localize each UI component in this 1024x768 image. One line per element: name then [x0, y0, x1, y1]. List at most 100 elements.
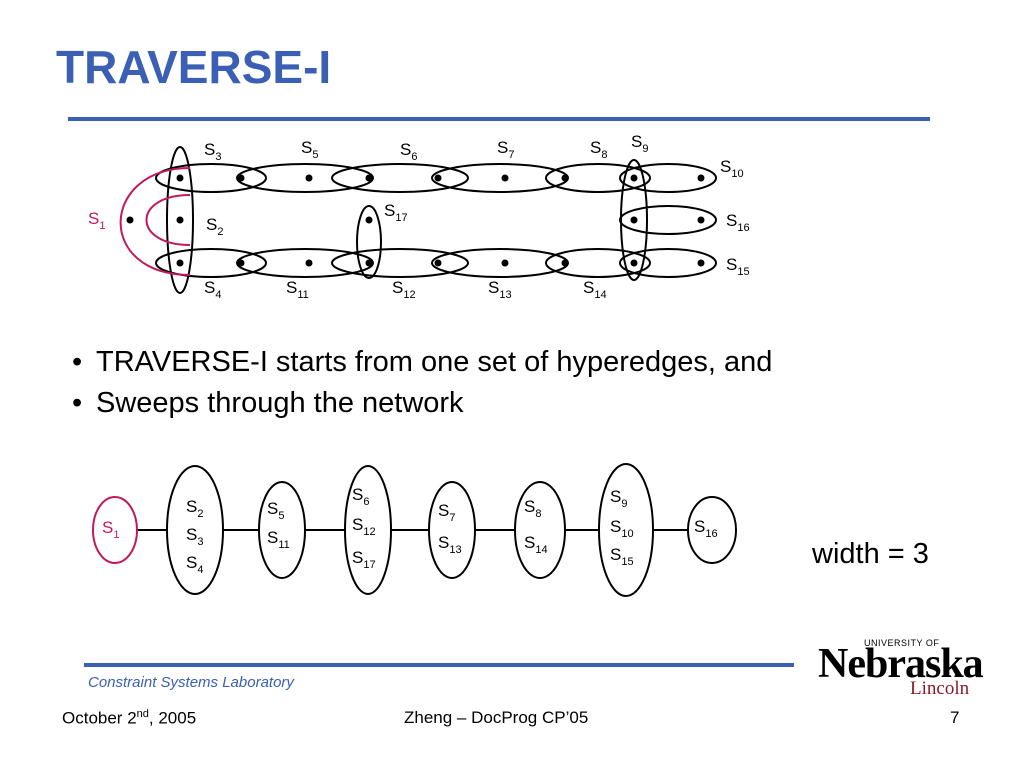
vertex	[501, 259, 509, 267]
logo-name: Nebraska	[818, 641, 984, 687]
tree-node-4	[344, 465, 392, 595]
hyperedge-s1-outer	[119, 167, 191, 276]
hyperedge-s2	[166, 146, 194, 294]
hyperedge-s10	[619, 163, 717, 193]
vertex	[237, 259, 245, 267]
footer-lab-name: Constraint Systems Laboratory	[88, 674, 294, 691]
tree-label-s15: S15	[610, 545, 634, 568]
vertex	[697, 174, 705, 182]
label-s2: S2	[206, 215, 223, 238]
vertex	[697, 259, 705, 267]
tree-node-2	[166, 465, 224, 595]
tree-node-6	[514, 481, 566, 579]
hyperedge-s15	[619, 248, 717, 278]
vertex	[365, 259, 373, 267]
width-label: width = 3	[812, 538, 929, 570]
label-s4: S4	[204, 278, 221, 301]
tree-label-s4: S4	[186, 553, 203, 576]
label-s15: S15	[726, 255, 750, 278]
footer-center: Zheng – DocProg CP’05	[404, 708, 589, 727]
vertex	[237, 174, 245, 182]
label-s6: S6	[400, 140, 417, 163]
university-logo: UNIVERSITY OF Nebraska Lincoln	[818, 632, 984, 702]
vertex	[365, 174, 373, 182]
tree-label-s16: S16	[694, 517, 718, 540]
tree-node-8	[687, 496, 737, 564]
bullet-item: •Sweeps through the network	[72, 383, 772, 424]
bullet-list: • TRAVERSE-I starts from one set of hyper…	[72, 342, 772, 424]
tree-node-5	[428, 481, 476, 579]
hyperedge-s5	[236, 163, 374, 193]
hyperedge-s11	[236, 248, 374, 278]
bullet-item: • TRAVERSE-I starts from one set of hyper…	[72, 342, 772, 383]
label-s11: S11	[286, 278, 309, 301]
hyperedge-s4	[155, 248, 267, 278]
tree-label-s13: S13	[438, 533, 462, 556]
hyperedge-s14	[545, 248, 651, 278]
tree-label-s14: S14	[524, 533, 548, 556]
hyperedge-s6	[331, 163, 469, 193]
tree-label-s17: S17	[352, 548, 376, 571]
logo-campus: Lincoln	[910, 678, 970, 699]
title-rule	[68, 117, 930, 121]
vertex	[365, 216, 373, 224]
slide-title: TRAVERSE-I	[56, 41, 332, 93]
vertex	[561, 174, 569, 182]
tree-label-s9: S9	[610, 487, 627, 510]
vertex	[305, 259, 313, 267]
label-s17: S17	[384, 201, 408, 224]
hyperedge-s9	[620, 159, 648, 281]
label-s9: S9	[631, 132, 648, 155]
vertex	[630, 174, 638, 182]
vertex	[305, 174, 313, 182]
footer-rule	[84, 663, 794, 667]
vertex	[697, 216, 705, 224]
label-s12: S12	[392, 278, 416, 301]
vertex	[501, 174, 509, 182]
tree-label-s11: S11	[267, 528, 290, 551]
hyperedge-s12	[331, 248, 469, 278]
vertex	[176, 216, 184, 224]
tree-node-7	[598, 463, 654, 597]
tree-label-s3: S3	[186, 525, 203, 548]
tree-label-s1: S1	[102, 518, 119, 541]
vertex	[630, 259, 638, 267]
vertex	[176, 259, 184, 267]
vertex	[630, 216, 638, 224]
hyperedge-s3	[155, 163, 267, 193]
hyperedge-s17	[356, 205, 382, 279]
hyperedge-s13	[431, 248, 569, 278]
tree-node-3	[258, 481, 306, 579]
tree-label-s2: S2	[186, 497, 203, 520]
footer-date: October 2nd, 2005	[62, 708, 197, 728]
hyperedge-s1-inner	[145, 194, 191, 246]
tree-node-1	[92, 496, 138, 564]
tree-label-s6: S6	[352, 485, 369, 508]
page-number: 7	[950, 708, 960, 727]
vertex	[434, 174, 442, 182]
vertex	[126, 216, 134, 224]
tree-label-s10: S10	[610, 517, 634, 540]
hyperedge-s7	[431, 163, 569, 193]
tree-label-s7: S7	[438, 501, 455, 524]
bullet-text: TRAVERSE-I starts from one set of hypere…	[96, 346, 773, 378]
tree-label-s5: S5	[267, 499, 284, 522]
label-s16: S16	[726, 211, 750, 234]
vertex	[561, 259, 569, 267]
logo-university: UNIVERSITY OF	[864, 638, 940, 648]
vertex	[434, 259, 442, 267]
bullet-marker: •	[72, 387, 83, 419]
bullet-marker: •	[72, 346, 83, 378]
label-s8: S8	[590, 138, 607, 161]
label-s1: S1	[88, 209, 105, 232]
vertex	[176, 174, 184, 182]
label-s7: S7	[497, 138, 514, 161]
label-s13: S13	[488, 278, 512, 301]
tree-label-s8: S8	[524, 497, 541, 520]
label-s10: S10	[720, 157, 744, 180]
hyperedge-s8	[545, 163, 651, 193]
label-s5: S5	[301, 138, 318, 161]
label-s3: S3	[204, 140, 221, 163]
label-s14: S14	[583, 278, 607, 301]
